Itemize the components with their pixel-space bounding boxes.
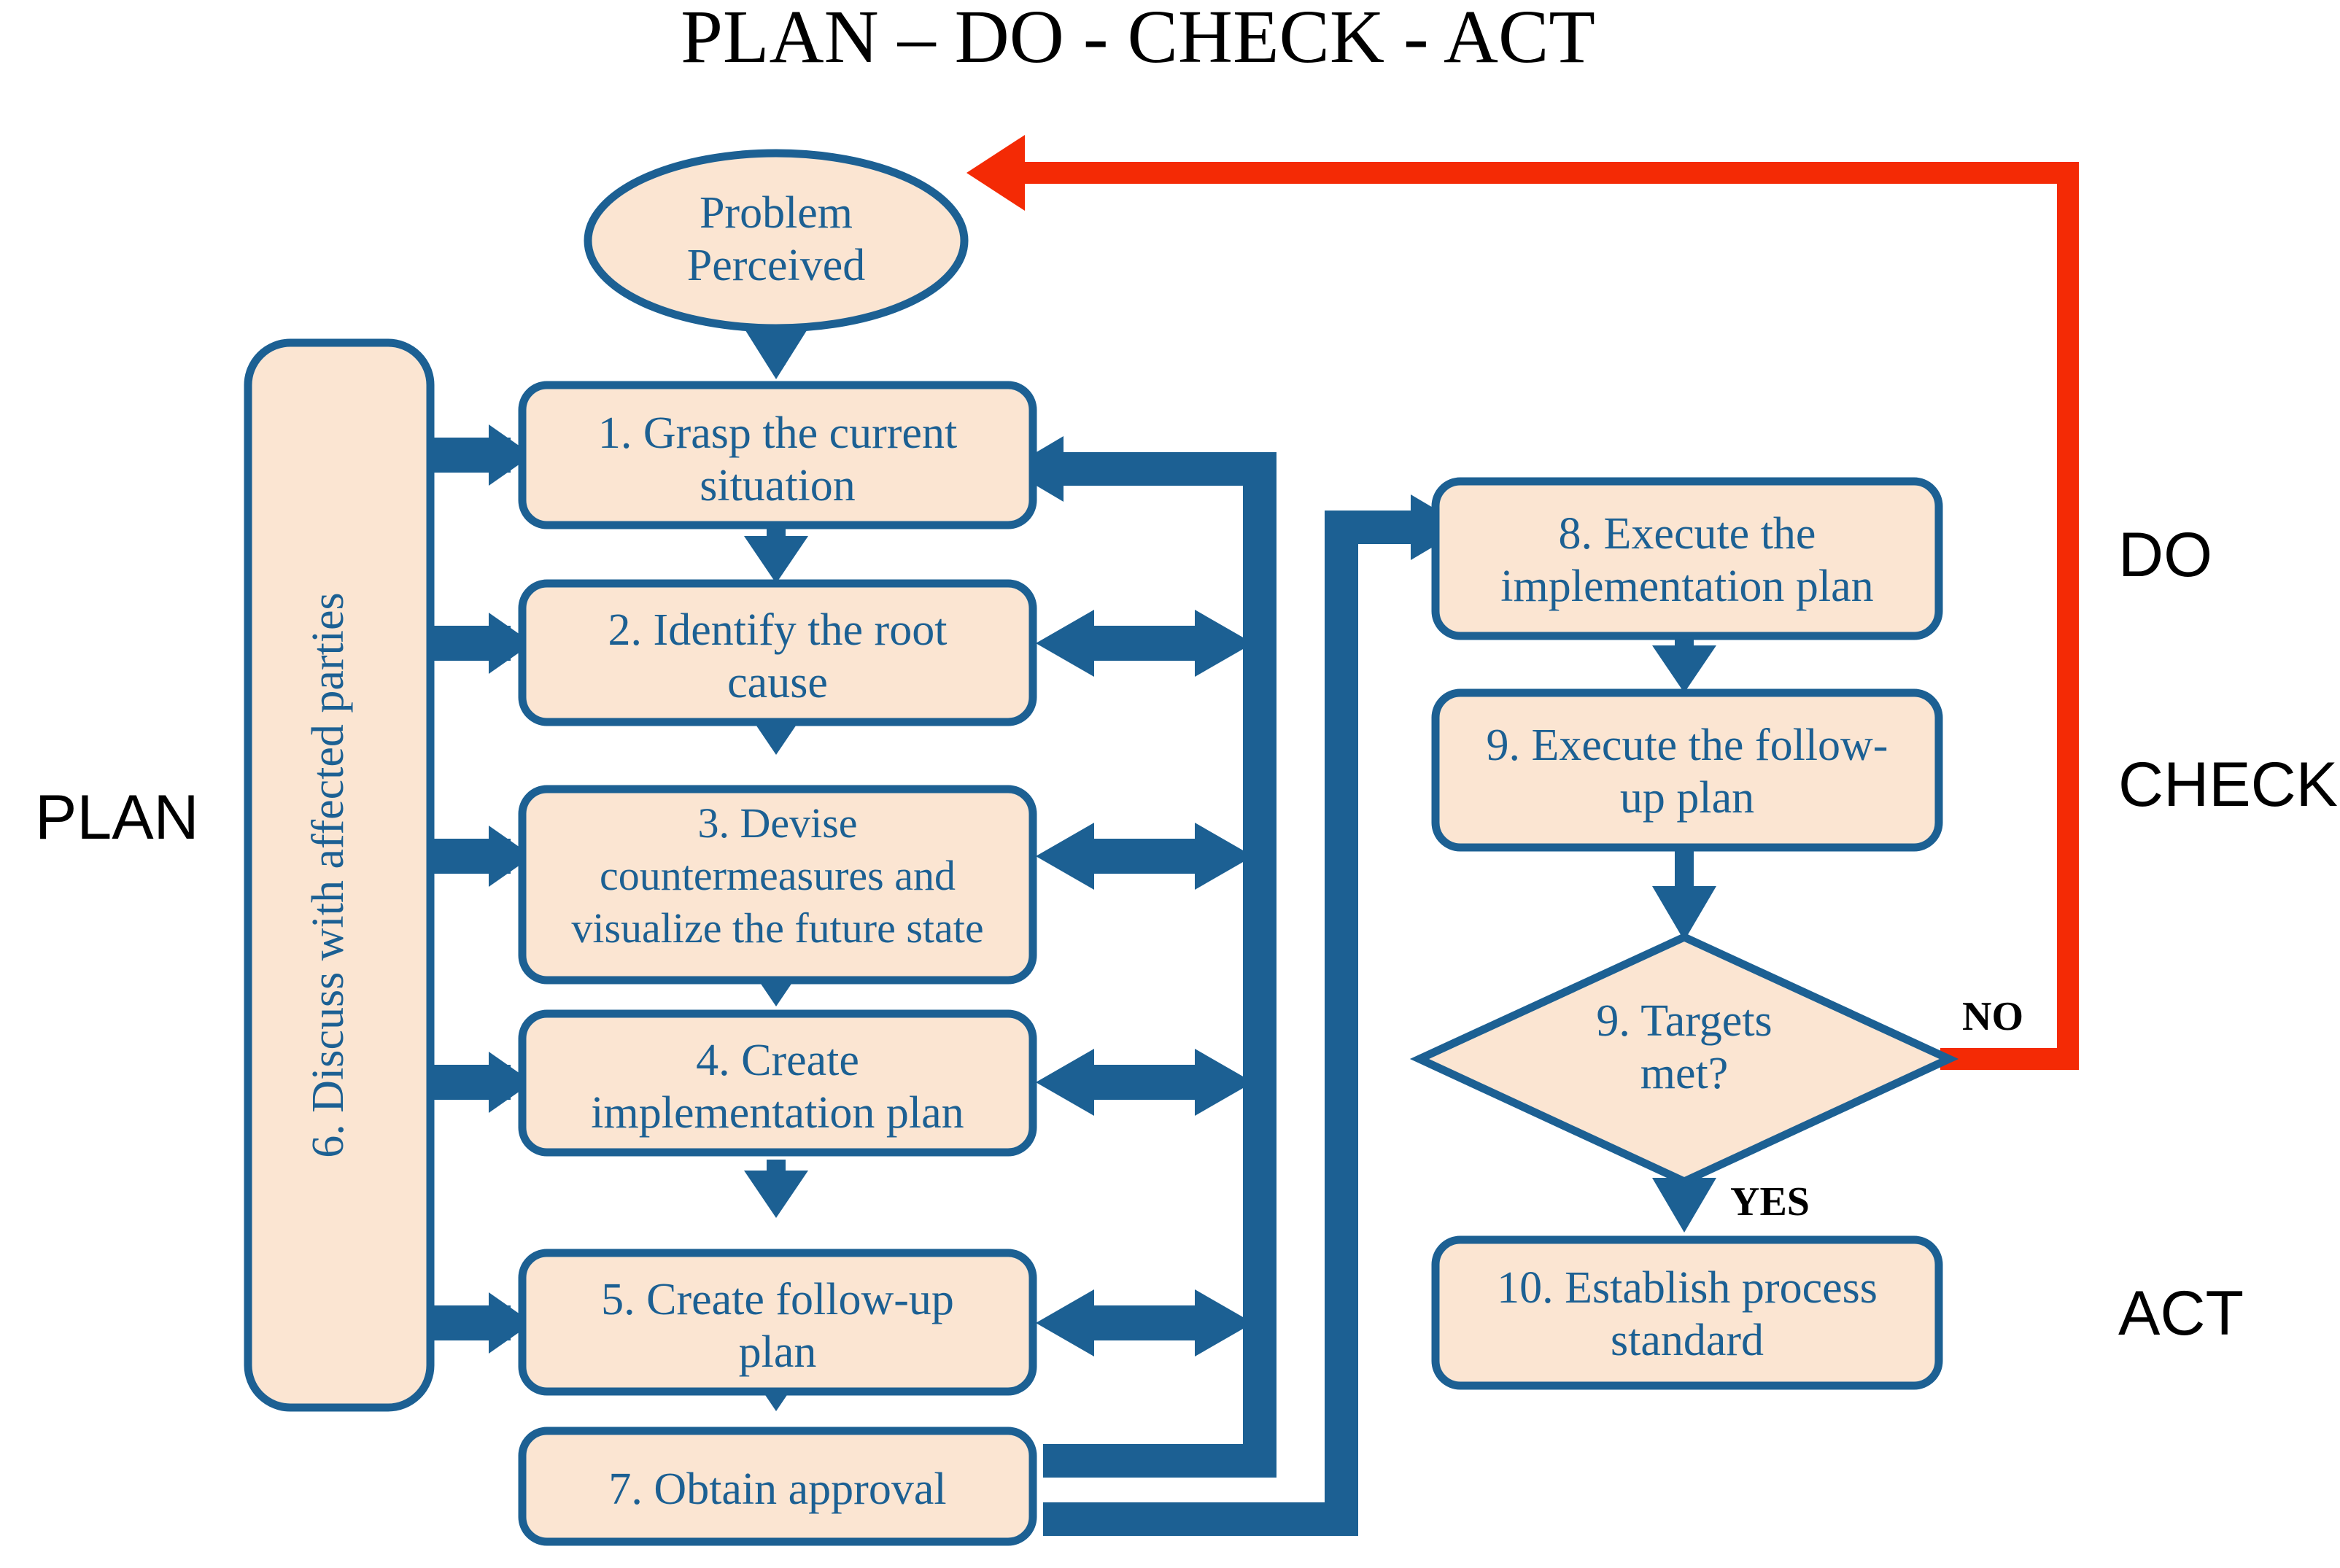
node-8-line-1: 8. Execute the (1559, 509, 1816, 559)
node-create-implementation-plan[interactable]: 4. Create implementation plan (518, 1009, 1037, 1157)
node-3-line-1: 3. Devise (697, 799, 857, 847)
node-devise-countermeasures[interactable]: 3. Devise countermeasures and visualize … (518, 785, 1037, 985)
node-1-line-2: situation (700, 461, 856, 511)
node-9-line-1: 9. Execute the follow- (1487, 721, 1888, 770)
node-3-line-2: countermeasures and (600, 852, 956, 899)
connector-7-to-1-return (1008, 436, 1276, 1478)
decision-line-1: 9. Targets (1596, 996, 1772, 1046)
no-feedback-path (966, 135, 2079, 1070)
sidebar-discuss-with-affected-parties[interactable]: 6. Discuss with affected parties (244, 338, 435, 1412)
phase-label-do: DO (2118, 520, 2212, 590)
connector-1-to-2 (744, 525, 808, 583)
branch-label-yes: YES (1730, 1179, 1810, 1224)
branch-label-no: NO (1962, 994, 2023, 1039)
phase-label-plan: PLAN (35, 783, 199, 853)
connector-sidebar-to-4 (423, 1052, 532, 1113)
sidebar-label: 6. Discuss with affected parties (303, 592, 353, 1157)
start-label-line2: Perceived (687, 241, 865, 290)
node-10-line-1: 10. Establish process (1497, 1263, 1878, 1313)
node-create-follow-up-plan[interactable]: 5. Create follow-up plan (518, 1249, 1037, 1396)
connector-5-bidirectional (1036, 1289, 1253, 1357)
node-10-line-2: standard (1611, 1316, 1764, 1365)
connector-sidebar-to-1 (423, 424, 532, 486)
decision-line-2: met? (1640, 1049, 1729, 1098)
connector-4-to-5 (744, 1160, 808, 1218)
node-7-line-1: 7. Obtain approval (608, 1464, 946, 1514)
connector-2-bidirectional (1036, 610, 1253, 677)
connector-sidebar-to-5 (423, 1292, 532, 1354)
node-2-line-2: cause (727, 658, 828, 707)
node-5-line-2: plan (739, 1327, 817, 1377)
phase-label-check: CHECK (2118, 750, 2338, 820)
node-9-line-2: up plan (1620, 773, 1754, 823)
node-8-line-2: implementation plan (1500, 562, 1873, 611)
node-1-line-1: 1. Grasp the current (598, 408, 957, 458)
connector-8-to-9 (1652, 634, 1716, 693)
node-execute-implementation-plan[interactable]: 8. Execute the implementation plan (1431, 477, 1943, 640)
connector-4-bidirectional (1036, 1049, 1253, 1116)
node-problem-perceived[interactable]: Problem Perceived (584, 149, 969, 333)
node-3-line-3: visualize the future state (571, 904, 983, 952)
connector-sidebar-to-2 (423, 613, 532, 674)
connector-3-bidirectional (1036, 823, 1253, 890)
phase-label-act: ACT (2118, 1278, 2244, 1348)
node-execute-follow-up-plan[interactable]: 9. Execute the follow- up plan (1431, 688, 1943, 852)
node-4-line-2: implementation plan (591, 1088, 964, 1138)
node-4-line-1: 4. Create (696, 1036, 859, 1085)
node-establish-process-standard[interactable]: 10. Establish process standard (1431, 1235, 1943, 1390)
start-label-line1: Problem (700, 188, 853, 238)
connector-9-to-decision (1652, 846, 1716, 941)
node-5-line-1: 5. Create follow-up (601, 1275, 954, 1324)
connector-sidebar-to-3 (423, 826, 532, 887)
node-grasp-current-situation[interactable]: 1. Grasp the current situation (518, 381, 1037, 529)
node-targets-met-decision[interactable]: 9. Targets met? (1409, 932, 1959, 1187)
node-identify-root-cause[interactable]: 2. Identify the root cause (518, 579, 1037, 726)
page-title: PLAN – DO - CHECK - ACT (681, 0, 1595, 79)
connector-7-to-8 (1043, 494, 1466, 1536)
node-obtain-approval[interactable]: 7. Obtain approval (518, 1427, 1037, 1546)
node-2-line-1: 2. Identify the root (608, 605, 948, 655)
